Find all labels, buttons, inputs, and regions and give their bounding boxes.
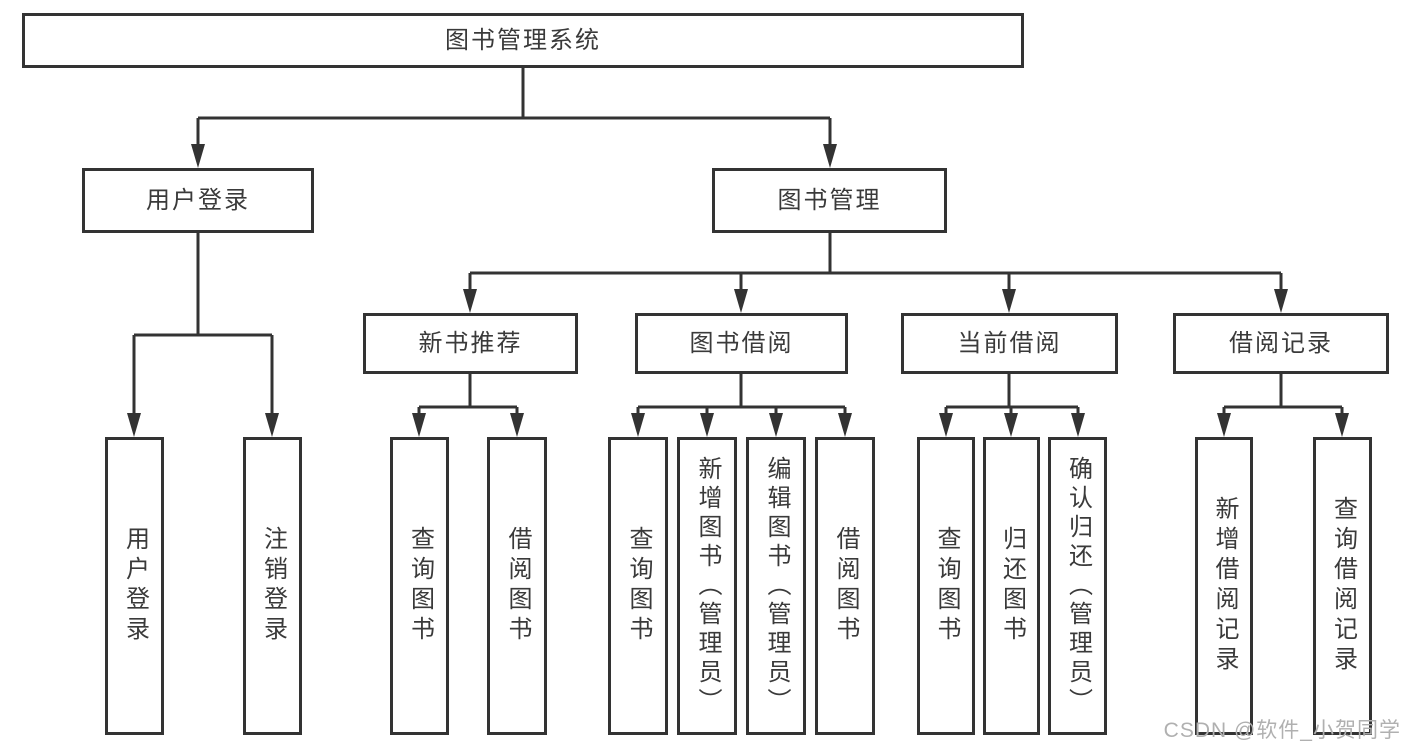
node-book-borrow-label: 图书借阅 [689, 329, 794, 357]
leaf-bb-add-book-admin-label: 新增图书（管理员） [694, 455, 721, 717]
leaf-logout-label: 注销登录 [259, 526, 287, 646]
leaf-br-add-record: 新增借阅记录 [1195, 437, 1253, 735]
leaf-user-login-label: 用户登录 [121, 526, 149, 646]
leaf-logout: 注销登录 [243, 437, 302, 735]
watermark-text: CSDN @软件_小贺同学 [1163, 719, 1401, 742]
node-borrow-records-label: 借阅记录 [1229, 329, 1333, 357]
leaf-nb-borrow-books-label: 借阅图书 [504, 526, 531, 646]
node-user-login: 用户登录 [82, 168, 314, 233]
leaf-user-login: 用户登录 [105, 437, 164, 735]
node-user-login-label: 用户登录 [146, 186, 250, 214]
leaf-cb-query-books-label: 查询图书 [933, 526, 960, 646]
leaf-cb-query-books: 查询图书 [917, 437, 975, 735]
leaf-bb-add-book-admin: 新增图书（管理员） [677, 437, 737, 735]
node-current-borrow: 当前借阅 [901, 313, 1118, 374]
node-new-book-recommend: 新书推荐 [363, 313, 578, 374]
node-root: 图书管理系统 [22, 13, 1024, 68]
leaf-nb-borrow-books: 借阅图书 [487, 437, 547, 735]
leaf-bb-borrow-books-label: 借阅图书 [832, 526, 859, 646]
leaf-nb-query-books: 查询图书 [390, 437, 449, 735]
node-root-label: 图书管理系统 [445, 26, 601, 54]
leaf-bb-query-books-label: 查询图书 [625, 526, 652, 646]
node-current-borrow-label: 当前借阅 [957, 329, 1062, 357]
node-borrow-records: 借阅记录 [1173, 313, 1389, 374]
node-book-borrow: 图书借阅 [635, 313, 848, 374]
leaf-cb-confirm-return-admin: 确认归还（管理员） [1048, 437, 1107, 735]
leaf-bb-query-books: 查询图书 [608, 437, 668, 735]
leaf-bb-edit-book-admin-label: 编辑图书（管理员） [763, 455, 790, 717]
node-new-book-recommend-label: 新书推荐 [418, 329, 523, 357]
leaf-cb-return-books-label: 归还图书 [998, 526, 1026, 646]
leaf-cb-confirm-return-admin-label: 确认归还（管理员） [1064, 455, 1092, 717]
leaf-bb-borrow-books: 借阅图书 [815, 437, 875, 735]
leaf-cb-return-books: 归还图书 [983, 437, 1040, 735]
node-book-management: 图书管理 [712, 168, 947, 233]
leaf-br-query-record: 查询借阅记录 [1313, 437, 1372, 735]
leaf-br-add-record-label: 新增借阅记录 [1211, 496, 1238, 676]
leaf-br-query-record-label: 查询借阅记录 [1329, 496, 1357, 676]
node-book-management-label: 图书管理 [777, 186, 882, 214]
leaf-bb-edit-book-admin: 编辑图书（管理员） [746, 437, 806, 735]
leaf-nb-query-books-label: 查询图书 [406, 526, 434, 646]
